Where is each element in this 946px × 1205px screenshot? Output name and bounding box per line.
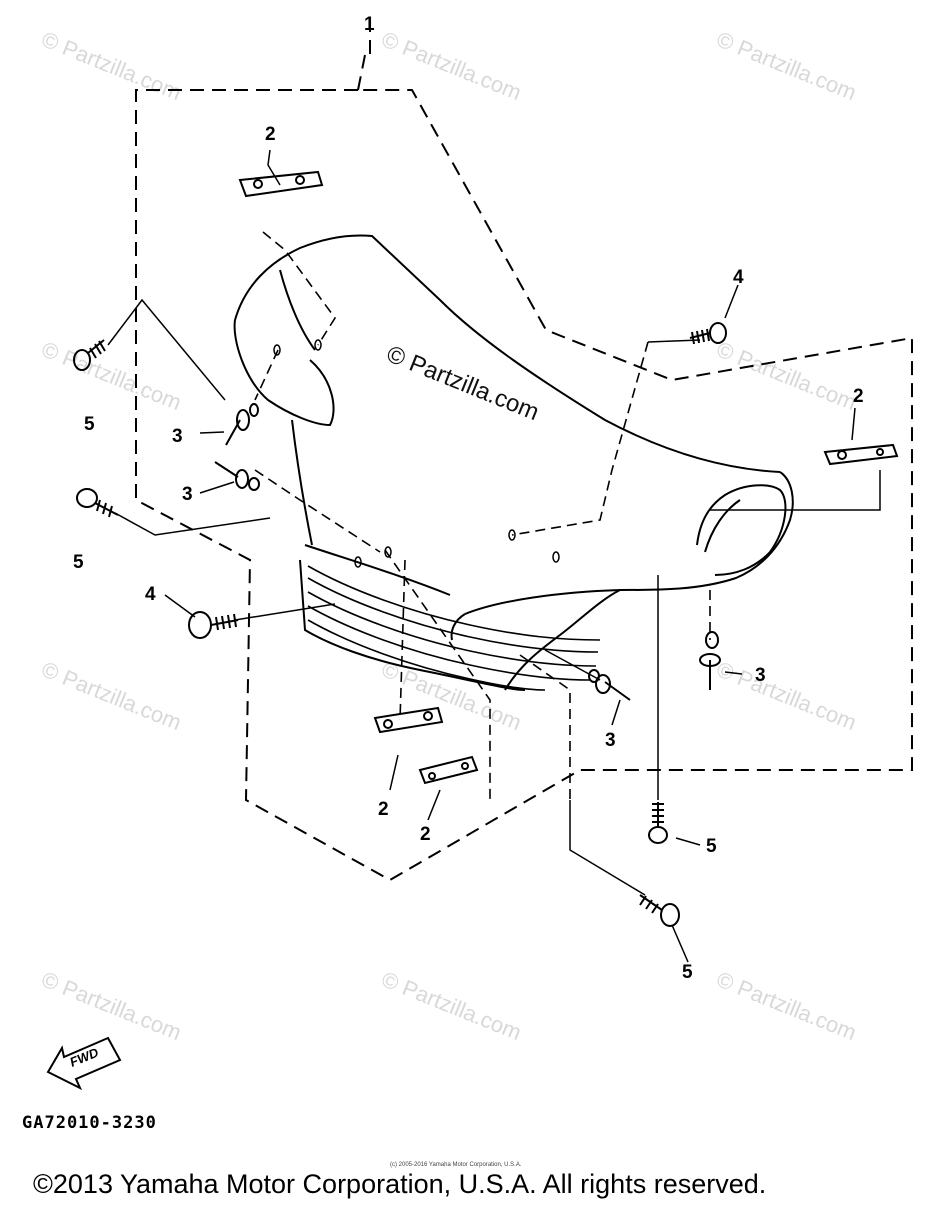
rivet-part <box>699 631 721 690</box>
watermark: © Partzilla.com <box>38 966 185 1045</box>
watermark: © Partzilla.com <box>378 966 525 1045</box>
watermark: © Partzilla.com <box>713 336 860 415</box>
callout-3: 3 <box>182 484 193 505</box>
callout-5: 5 <box>84 414 95 435</box>
watermark: © Partzilla.com <box>713 656 860 735</box>
bolt-part <box>648 802 668 844</box>
callout-3: 3 <box>605 730 616 751</box>
assembly-outline <box>135 18 913 882</box>
small-copyright: (c) 2005-2016 Yamaha Motor Corporation, … <box>390 1162 522 1168</box>
callout-5: 5 <box>73 552 84 573</box>
watermark: © Partzilla.com <box>38 656 185 735</box>
callout-4: 4 <box>733 267 744 288</box>
callout-3: 3 <box>755 665 766 686</box>
fwd-arrow-icon: FWD <box>46 1036 122 1091</box>
watermark-group: © Partzilla.com © Partzilla.com © Partzi… <box>38 26 860 1045</box>
mount-holes <box>273 339 560 568</box>
diagram-code: GA72010-3230 <box>22 1113 157 1133</box>
watermark: © Partzilla.com <box>38 26 185 105</box>
screw-part <box>188 611 239 639</box>
rivet-part <box>214 461 260 491</box>
callout-1: 1 <box>364 14 375 35</box>
callout-5: 5 <box>682 962 693 983</box>
center-watermark: © Partzilla.com <box>383 341 543 427</box>
callout-2: 2 <box>420 824 431 845</box>
plate-nut-part <box>418 755 479 785</box>
rivet-part <box>225 403 259 446</box>
solid-leaders <box>107 149 881 963</box>
watermark: © Partzilla.com <box>713 26 860 105</box>
grille-louvres <box>307 565 601 691</box>
callout-5: 5 <box>706 836 717 857</box>
copyright-notice: ©2013 Yamaha Motor Corporation, U.S.A. A… <box>33 1169 766 1199</box>
watermark: © Partzilla.com <box>713 966 860 1045</box>
windshield-cowl <box>233 234 794 691</box>
callout-numbers: 1 2 2 2 2 3 3 3 3 4 4 5 5 5 5 <box>73 14 864 983</box>
plate-nut-part <box>823 443 899 466</box>
watermark: © Partzilla.com <box>378 26 525 105</box>
bolt-part <box>639 894 680 927</box>
rivet-part <box>588 669 631 701</box>
screw-part <box>689 322 727 345</box>
callout-4: 4 <box>145 584 156 605</box>
plate-nut-part <box>238 170 324 198</box>
callout-3: 3 <box>172 426 183 447</box>
callout-2: 2 <box>265 124 276 145</box>
plate-nut-part <box>373 706 444 734</box>
watermark: © Partzilla.com <box>38 336 185 415</box>
callout-2: 2 <box>378 799 389 820</box>
bolt-part <box>73 339 106 371</box>
callout-2: 2 <box>853 386 864 407</box>
bolt-part <box>76 488 119 518</box>
